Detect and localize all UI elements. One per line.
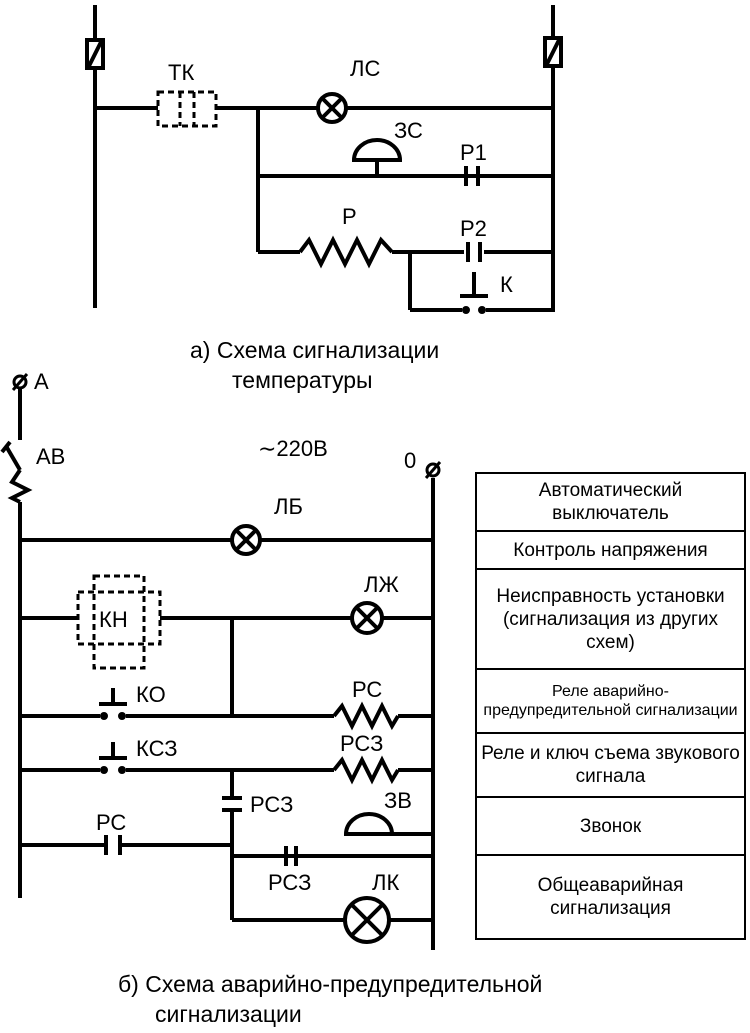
contact-r1-icon	[460, 166, 484, 186]
label-lzh: ЛЖ	[364, 572, 399, 597]
label-tk: ТК	[168, 60, 194, 85]
lamp-lk-icon	[343, 896, 391, 944]
label-rs-coil: РС	[352, 677, 382, 702]
legend-row: Реле и ключ съема звукового сигнала	[477, 734, 744, 798]
caption-a-line1: а) Схема сигнализации	[190, 337, 440, 363]
label-voltage: ∼220В	[258, 436, 328, 461]
label-r2: Р2	[460, 216, 487, 241]
label-ksz: КСЗ	[136, 736, 178, 761]
legend-row: Реле аварийно-предупредительной сигнализ…	[477, 670, 744, 734]
coil-rs-icon	[332, 701, 400, 731]
legend-row: Общеаварийная сигнализация	[537, 875, 684, 919]
contact-rs-icon	[104, 835, 122, 855]
breaker-av-icon	[0, 440, 33, 504]
bell-zs-icon	[351, 138, 403, 162]
label-rsz-contact-1: РСЗ	[250, 792, 293, 817]
label-r: Р	[342, 204, 357, 229]
diagram-b-labels: А АВ ∼220В 0 ЛБ ЛЖ КН КО РС КСЗ РСЗ РСЗ …	[34, 369, 416, 895]
legend-table: Автоматический выключатель Контроль напр…	[475, 472, 746, 940]
lamp-ls-icon	[316, 92, 348, 124]
resistor-r-icon	[298, 235, 394, 269]
legend-row: Контроль напряжения	[477, 532, 744, 570]
lamp-lb-icon	[230, 524, 262, 556]
label-rsz-coil: РСЗ	[340, 731, 383, 756]
contact-rsz-1-icon	[222, 796, 242, 812]
label-zv: ЗВ	[384, 788, 412, 813]
bell-zv-icon	[343, 812, 395, 836]
kn-voltage-control-icon	[76, 574, 162, 670]
tk-thermal-contact-icon	[156, 90, 218, 128]
button-ko-icon	[99, 688, 127, 720]
label-lk: ЛК	[372, 870, 399, 895]
terminal-a-icon	[11, 373, 29, 391]
caption-b-line1: б) Схема аварийно-предупредительной	[118, 971, 543, 997]
legend-row: Автоматический выключатель	[477, 474, 744, 532]
label-rsz-contact-2: РСЗ	[268, 870, 311, 895]
caption-b-line2: сигнализации	[155, 1001, 302, 1027]
lamp-lzh-icon	[350, 601, 384, 635]
diagram-b-wiring	[18, 388, 435, 950]
label-zero: 0	[404, 448, 416, 473]
label-kn: КН	[99, 607, 128, 632]
button-ksz-icon	[99, 742, 127, 774]
terminal-zero-icon	[424, 461, 442, 479]
label-phase-a: А	[34, 369, 49, 394]
label-rs-contact: РС	[96, 810, 126, 835]
label-k: К	[500, 272, 513, 297]
contact-r2-icon	[466, 242, 482, 262]
legend-row: Звонок	[477, 798, 744, 856]
legend-row: Неисправность установки (сигнализация из…	[477, 570, 744, 670]
label-ls: ЛС	[350, 56, 380, 81]
diagram-a-labels: ТК ЛС ЗС Р1 Р Р2 К	[168, 56, 513, 297]
label-zs: ЗС	[394, 118, 423, 143]
label-r1: Р1	[460, 140, 487, 165]
label-av: АВ	[36, 444, 65, 469]
label-ko: КО	[136, 682, 166, 707]
contact-rsz-2-icon	[280, 846, 302, 866]
label-lb: ЛБ	[274, 494, 303, 519]
button-k-icon	[460, 272, 488, 314]
coil-rsz-icon	[332, 755, 400, 785]
caption-a-line2: температуры	[232, 367, 373, 393]
